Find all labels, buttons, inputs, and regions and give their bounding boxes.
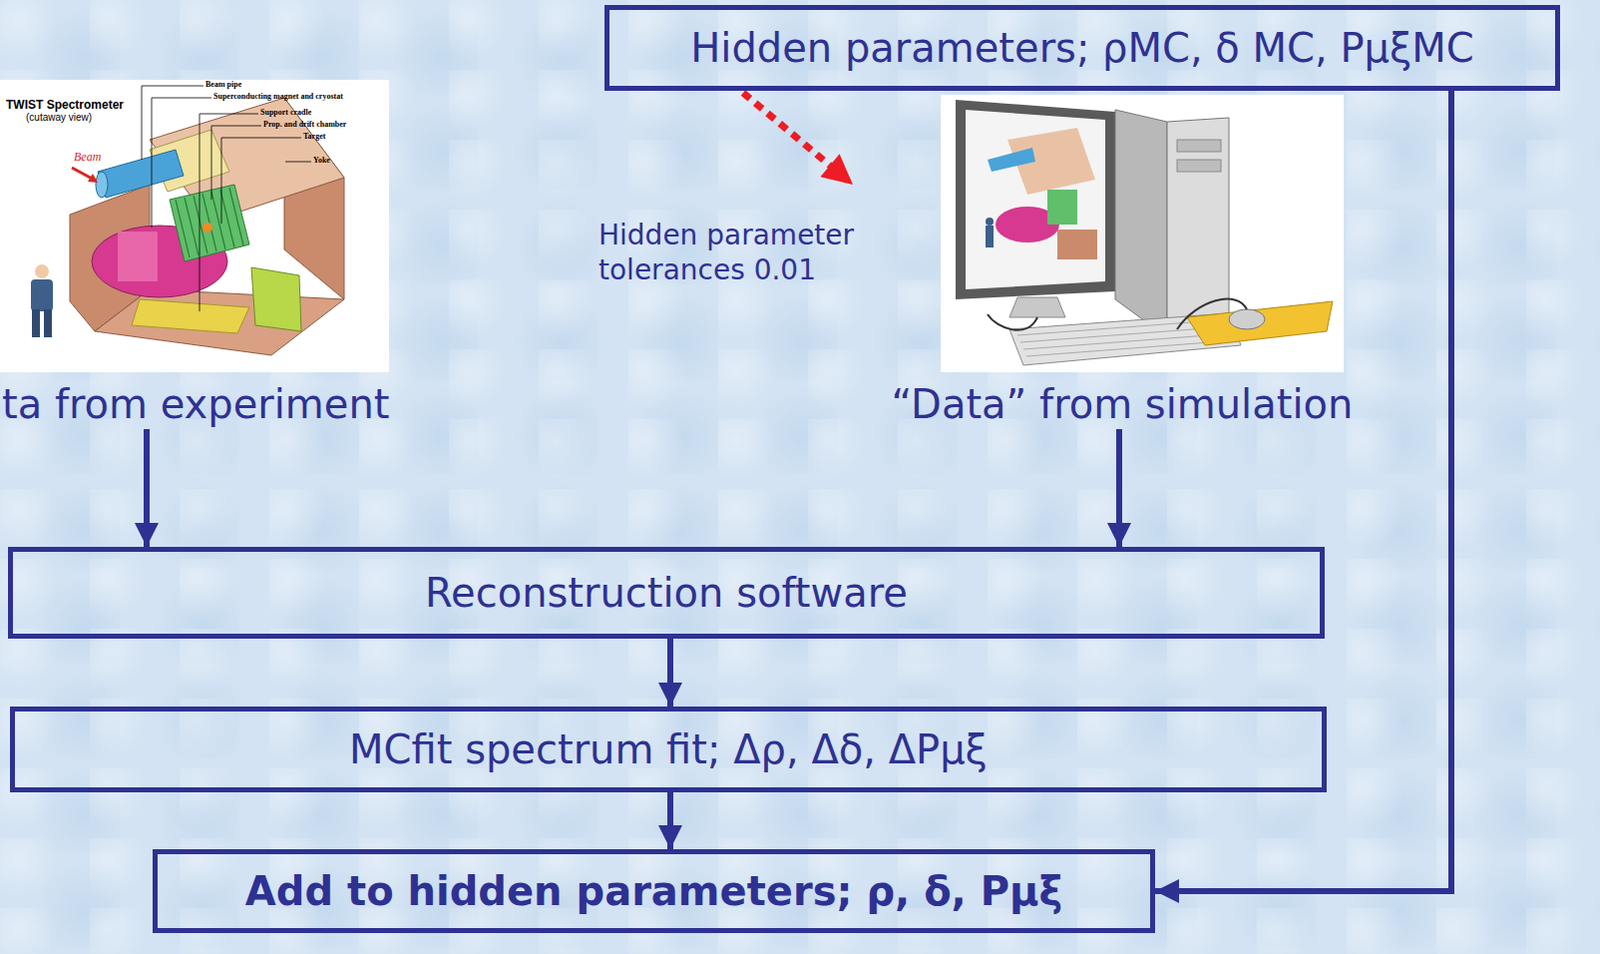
yoke-base — [94, 289, 345, 356]
beam-pipe — [97, 149, 184, 198]
computer-illustration — [940, 94, 1344, 373]
chamber-planes — [175, 187, 244, 258]
part-name: Support cradle — [260, 107, 312, 118]
simulation-figure: “Data” from simulation — [852, 91, 1392, 427]
monitor-screen — [965, 109, 1106, 290]
figure-caption: “Data” from simulation — [891, 381, 1354, 427]
leader-lines — [211, 125, 262, 200]
process-box: MCfit spectrum fit; Δρ, Δδ, ΔPμξ — [9, 706, 1327, 793]
person-figure — [31, 309, 40, 338]
leader-lines — [151, 97, 212, 228]
drive-bay — [1177, 159, 1221, 172]
note-text: Hidden parameter tolerances 0.01 — [598, 217, 868, 288]
flow-arrow — [1155, 90, 1452, 891]
drift-chambers — [169, 184, 250, 262]
cables — [987, 299, 1247, 331]
part-name: Beam pipe — [205, 79, 242, 90]
part-name: Yoke — [313, 155, 331, 166]
person-figure — [43, 309, 52, 338]
mouse-pad — [1187, 301, 1333, 346]
beam-label: Beam — [73, 149, 101, 165]
leader-lines — [221, 137, 302, 224]
flow-arrow — [1116, 428, 1123, 547]
tower-front — [1167, 117, 1229, 338]
person-figure — [34, 264, 49, 279]
box-text: Reconstruction software — [424, 569, 908, 616]
box-text: Hidden parameters; ρMC, δ MC, PμξMC — [690, 24, 1475, 71]
result-box: Add to hidden parameters; ρ, δ, Pμξ — [152, 848, 1156, 933]
dotted-arrow — [743, 92, 853, 185]
flow-arrow — [667, 638, 674, 707]
monitor-stand — [1009, 297, 1066, 318]
end-cap — [251, 267, 302, 332]
screen-chambers — [1047, 189, 1078, 225]
beam-pipe-end — [95, 171, 108, 198]
hidden-parameter-box: Hidden parameters; ρMC, δ MC, PμξMC — [604, 4, 1561, 91]
person-figure — [30, 279, 53, 312]
figure-title: TWIST Spectrometer — [5, 97, 124, 113]
chamber-plane — [229, 187, 244, 246]
person-figure — [30, 264, 53, 338]
figure-panel — [0, 79, 390, 373]
box-text: Add to hidden parameters; ρ, δ, Pμξ — [245, 867, 1063, 914]
drive-bay — [1177, 139, 1221, 152]
screen-person — [985, 217, 994, 226]
target — [202, 222, 213, 233]
flow-arrow — [667, 792, 674, 849]
flow-arrow — [143, 428, 150, 547]
leader-lines — [141, 85, 204, 160]
spectrometer-illustration — [0, 79, 390, 373]
process-box: Reconstruction software — [7, 546, 1325, 639]
experiment-figure: ta from experiment — [0, 77, 439, 427]
monitor-bezel — [955, 99, 1116, 300]
figure-caption: ta from experiment — [1, 381, 390, 427]
leader-lines — [141, 85, 312, 312]
tower-side — [1115, 109, 1168, 338]
screen-person — [985, 225, 994, 248]
figure-panel — [940, 94, 1344, 373]
part-name: Prop. and drift chamber — [263, 119, 347, 130]
part-name: Superconducting magnet and cryostat — [213, 91, 344, 102]
cryostat-inner — [117, 231, 158, 282]
leader-lines — [285, 161, 312, 163]
support-cradle — [131, 299, 250, 334]
figure-subtitle: (cutaway view) — [25, 111, 92, 125]
screen-yoke — [1057, 229, 1098, 260]
mouse — [1228, 309, 1265, 330]
box-text: MCfit spectrum fit; Δρ, Δδ, ΔPμξ — [349, 726, 988, 773]
beam-arrow-head — [87, 173, 98, 183]
part-name: Target — [303, 131, 326, 142]
screen-beam-pipe — [987, 147, 1036, 172]
leader-lines — [199, 113, 259, 312]
